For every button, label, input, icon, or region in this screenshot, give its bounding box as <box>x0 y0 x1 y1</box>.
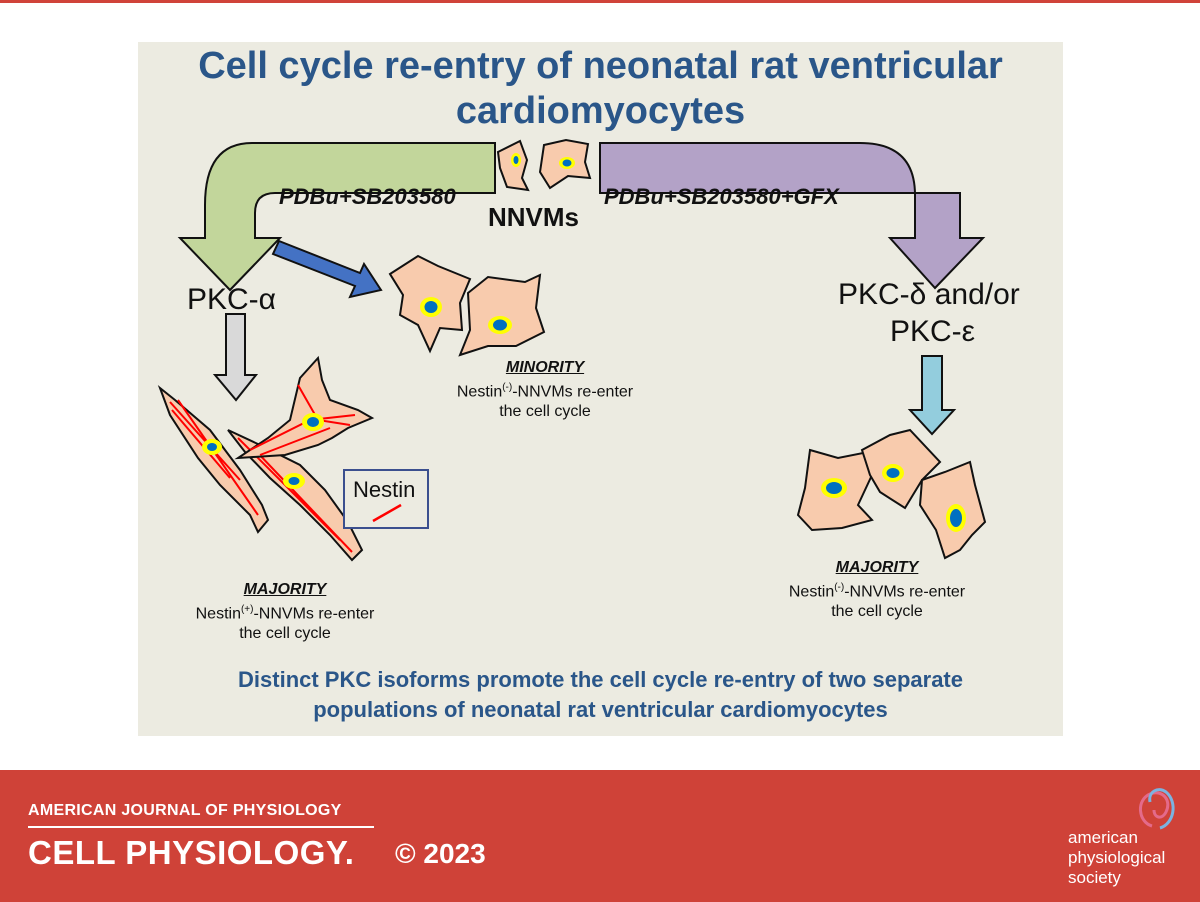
nnvm-cell <box>496 139 530 192</box>
minority-cell <box>388 254 472 354</box>
society-name: american physiological society <box>1068 828 1165 888</box>
society-name-line3: society <box>1068 868 1121 887</box>
majority-left-superscript: (+) <box>240 604 254 615</box>
majority-left-heading: MAJORITY <box>243 581 327 598</box>
copyright-text: © 2023 <box>395 838 486 869</box>
majority-cell <box>918 460 987 560</box>
nestin-positive-cell <box>234 355 375 460</box>
conclusion-line1: Distinct PKC isoforms promote the cell c… <box>238 667 963 692</box>
right-purple-arrow <box>599 142 986 290</box>
nestin-positive-cell <box>157 384 270 534</box>
minority-text-suffix: -NNVMs re-enter <box>512 383 634 401</box>
minority-superscript: (-) <box>502 382 513 393</box>
journal-divider <box>28 826 374 828</box>
society-name-line2: physiological <box>1068 848 1166 867</box>
left-treatment-label: PDBu+SB203580 <box>279 184 456 209</box>
majority-right-text-prefix: Nestin <box>788 583 835 601</box>
majority-right-superscript: (-) <box>834 582 845 593</box>
majority-right-caption: MAJORITY Nestin(-)-NNVMs re-enter the ce… <box>762 558 992 622</box>
society-name-line1: american <box>1068 828 1138 847</box>
journal-name-line1: AMERICAN JOURNAL OF PHYSIOLOGY <box>28 802 342 819</box>
nnvm-cell <box>538 138 592 190</box>
gray-down-arrow <box>212 313 259 402</box>
pkc-delta-label: PKC-δ and/or <box>838 278 1020 311</box>
majority-left-text-prefix: Nestin <box>195 605 241 623</box>
pkc-alpha-label: PKC-α <box>187 283 277 316</box>
minority-text-prefix: Nestin <box>456 383 503 401</box>
conclusion-line2: populations of neonatal rat ventricular … <box>313 697 888 722</box>
nestin-positive-cell <box>227 429 364 562</box>
majority-left-text-line2: the cell cycle <box>239 625 331 643</box>
top-accent-line <box>0 0 1200 3</box>
minority-text-line2: the cell cycle <box>499 403 591 421</box>
blue-diagonal-arrow <box>271 239 383 299</box>
journal-footer <box>0 770 1200 902</box>
nnvm-label: NNVMs <box>488 202 580 232</box>
nestin-legend-line <box>372 503 402 523</box>
minority-cell <box>458 273 546 357</box>
nestin-legend: Nestin <box>343 469 429 529</box>
right-treatment-label: PDBu+SB203580+GFX <box>604 184 839 209</box>
nestin-legend-label: Nestin <box>353 477 416 502</box>
majority-right-text-line2: the cell cycle <box>831 603 923 621</box>
majority-left-caption: MAJORITY Nestin(+)-NNVMs re-enter the ce… <box>170 580 400 644</box>
majority-left-text-suffix: -NNVMs re-enter <box>253 605 375 623</box>
majority-right-text-suffix: -NNVMs re-enter <box>844 583 966 601</box>
diagram-title: Cell cycle re-entry of neonatal rat vent… <box>198 45 1003 132</box>
minority-caption: MINORITY Nestin(-)-NNVMs re-enter the ce… <box>430 358 660 422</box>
light-blue-down-arrow <box>907 355 957 436</box>
majority-right-heading: MAJORITY <box>835 559 919 576</box>
diagram-artwork <box>157 138 987 562</box>
left-green-arrow <box>177 142 496 292</box>
society-logo-icon <box>1139 788 1175 830</box>
conclusion-text: Distinct PKC isoforms promote the cell c… <box>138 665 1063 725</box>
minority-heading: MINORITY <box>505 359 585 376</box>
pkc-epsilon-label: PKC-ε <box>890 315 976 348</box>
journal-name-line2: CELL PHYSIOLOGY. <box>28 834 355 871</box>
majority-cell <box>796 448 874 532</box>
